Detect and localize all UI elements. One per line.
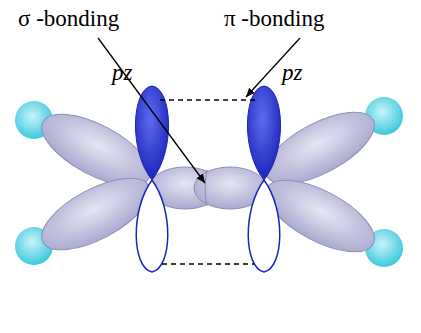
orbital-label: pz [112, 60, 132, 85]
pi-overlap-line [162, 263, 254, 265]
pz-lower-lobe [248, 180, 280, 272]
bond-label: σ -bonding [18, 6, 119, 31]
bond-label: π -bonding [224, 6, 324, 31]
orbital-label: pz [282, 60, 302, 85]
pi-overlap-line [160, 99, 256, 101]
pz-lower-lobe [136, 180, 168, 272]
leader-arrow [98, 38, 205, 183]
